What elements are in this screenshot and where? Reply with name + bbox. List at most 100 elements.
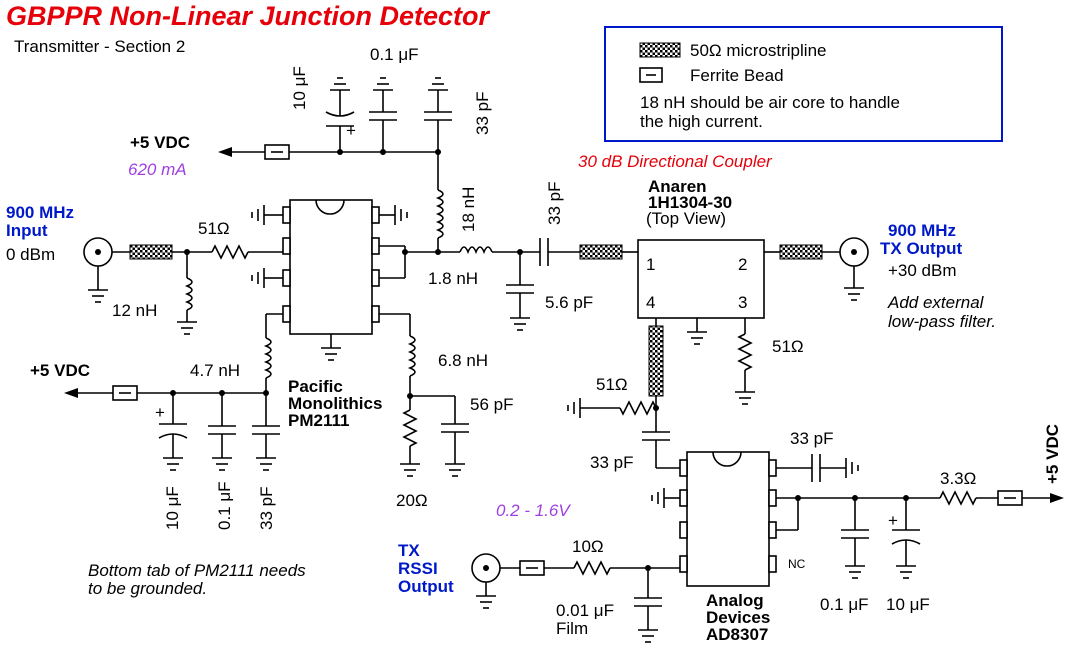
cap-33pF-series-label: 33 pF (545, 182, 564, 225)
resistor-3.3-label: 3.3Ω (940, 469, 976, 488)
coupler-label: 30 dB Directional Coupler (578, 152, 773, 171)
arrow-icon (1050, 493, 1064, 503)
input-label-line2: Input (6, 221, 48, 240)
lpf-note-line1: Add external (887, 293, 985, 312)
legend-note-line2: the high current. (640, 112, 763, 131)
capacitor-0.1uF-top (369, 77, 397, 152)
output-connector (839, 237, 869, 301)
vdc-left-label: +5 VDC (30, 361, 90, 380)
cap-56pF-label: 56 pF (470, 395, 513, 414)
resistor-3.3 (939, 490, 977, 506)
input-connector (83, 237, 113, 303)
page-title: GBPPR Non-Linear Junction Detector (6, 1, 491, 31)
pm2111-line3: PM2111 (288, 411, 349, 430)
cap-33pF-ad-label: 33 pF (790, 429, 833, 448)
capacitor-10uF-right: + (888, 498, 921, 579)
pm2111-ic (282, 199, 380, 335)
capacitor-10uF-bottom: + (155, 393, 188, 471)
ad8307-line3: AD8307 (706, 625, 768, 644)
lpf-note-line2: low-pass filter. (888, 312, 996, 331)
ad8307-line2: Devices (706, 608, 770, 627)
page-subtitle: Transmitter - Section 2 (14, 37, 185, 56)
cap-0.01uF-label: 0.01 μF (556, 601, 614, 620)
coupler-pin2: 2 (738, 255, 747, 274)
rssi-connector (471, 553, 501, 609)
vdc-right-label: +5 VDC (1043, 424, 1062, 484)
resistor-51-pin3 (737, 333, 753, 371)
ad8307-line1: Analog (706, 591, 764, 610)
cap-10uF-bottom-label: 10 μF (163, 486, 182, 530)
resistor-10-label: 10Ω (572, 537, 604, 556)
inductor-1.8nH (459, 246, 493, 255)
resistor-51-input (211, 244, 249, 260)
rssi-label-line2: RSSI (398, 559, 438, 578)
inductor-4.7nH (263, 337, 272, 379)
rssi-label-line3: Output (398, 577, 454, 596)
inductor-4.7nH-label: 4.7 nH (190, 361, 240, 380)
cap-33pF-coupled-label: 33 pF (590, 453, 633, 472)
cap-33pF-top-label: 33 pF (473, 92, 492, 135)
svg-text:+: + (888, 511, 898, 530)
voltage-range-label: 0.2 - 1.6V (496, 501, 571, 520)
inductor-18nH (435, 189, 444, 239)
resistor-20 (402, 409, 418, 447)
svg-text:+: + (155, 403, 165, 422)
capacitor-33pF-top (424, 77, 452, 152)
resistor-10 (573, 560, 611, 576)
resistor-51-pin3-label: 51Ω (772, 337, 804, 356)
vdc-top-label: +5 VDC (130, 133, 190, 152)
arrow-icon (218, 147, 232, 157)
resistor-51-coupled (619, 400, 657, 416)
legend-microstrip: 50Ω microstripline (690, 41, 826, 60)
cap-5.6pF-label: 5.6 pF (545, 293, 593, 312)
inductor-6.8nH-label: 6.8 nH (438, 351, 488, 370)
svg-text:+: + (346, 121, 356, 140)
microstrip-coupler-in (579, 244, 623, 260)
ad8307-ic (679, 451, 777, 587)
cap-0.1uF-bottom-label: 0.1 μF (215, 481, 234, 530)
inductor-1.8nH-label: 1.8 nH (428, 269, 478, 288)
tab-note-line2: to be grounded. (88, 579, 207, 598)
nc-label: NC (788, 557, 806, 571)
anaren-line2: 1H1304-30 (648, 193, 732, 212)
anaren-line3: (Top View) (646, 209, 726, 228)
input-label-line1: 900 MHz (6, 203, 74, 222)
inductor-18nH-label: 18 nH (459, 187, 478, 232)
legend-note-line1: 18 nH should be air core to handle (640, 93, 900, 112)
coupler-pin1: 1 (646, 255, 655, 274)
cap-0.1uF-right-label: 0.1 μF (820, 595, 869, 614)
microstrip-coupled (648, 325, 664, 397)
coupler-pin4: 4 (646, 293, 655, 312)
inductor-6.8nH (407, 335, 416, 377)
anaren-coupler (637, 239, 765, 319)
cap-10uF-top-label: 10 μF (290, 66, 309, 110)
microstrip-output (779, 244, 823, 260)
anaren-line1: Anaren (648, 177, 707, 196)
cap-33pF-bottom-label: 33 pF (257, 487, 276, 530)
pm2111-line2: Monolithics (288, 394, 382, 413)
input-level: 0 dBm (6, 245, 55, 264)
tab-note-line1: Bottom tab of PM2111 needs (88, 561, 306, 580)
coupler-pin3: 3 (738, 293, 747, 312)
output-level: +30 dBm (888, 261, 957, 280)
current-label: 620 mA (128, 160, 187, 179)
cap-film-label: Film (556, 619, 588, 638)
capacitor-10uF-top: + (325, 77, 356, 152)
resistor-51-input-label: 51Ω (198, 219, 230, 238)
inductor-12nH (184, 277, 193, 311)
cap-0.1uF-top-label: 0.1 μF (370, 45, 419, 64)
cap-10uF-right-label: 10 μF (886, 595, 930, 614)
pm2111-line1: Pacific (288, 377, 343, 396)
microstrip-legend-icon (639, 42, 681, 58)
output-label-line1: 900 MHz (888, 221, 956, 240)
output-label-line2: TX Output (880, 239, 962, 258)
capacitor-0.1uF-bottom (208, 393, 236, 471)
arrow-icon (64, 388, 78, 398)
resistor-20-label: 20Ω (396, 491, 428, 510)
legend-ferrite: Ferrite Bead (690, 66, 784, 85)
capacitor-0.1uF-right (841, 498, 869, 579)
microstrip-input (129, 244, 173, 260)
rssi-label-line1: TX (398, 541, 420, 560)
